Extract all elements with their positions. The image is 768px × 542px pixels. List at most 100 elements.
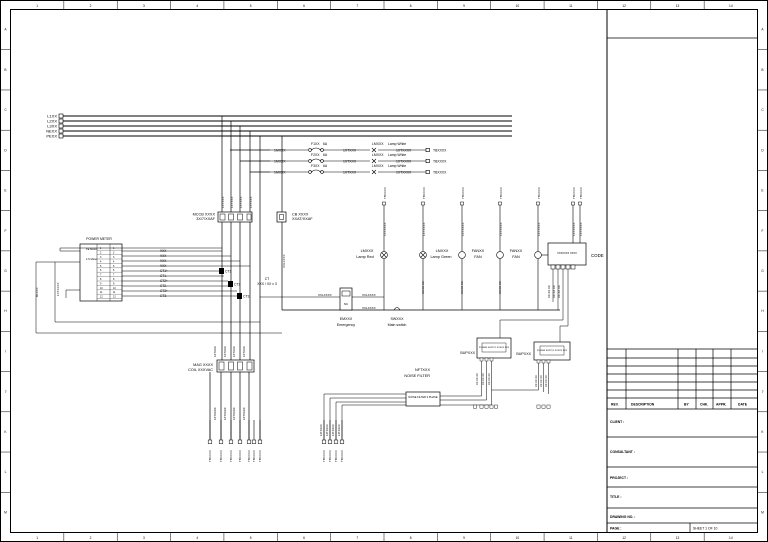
column-marker: 10 xyxy=(516,4,520,8)
wire-tag: 1XTXXX xyxy=(230,196,234,208)
meter-pin: 2 xyxy=(113,252,115,255)
meter-pin: 2 xyxy=(100,252,102,255)
meter-pin: 8 xyxy=(113,278,115,281)
device-top-tag: TBXXXX xyxy=(461,187,465,199)
column-marker: 11 xyxy=(569,536,573,540)
wire-tag: 1XTXXXX xyxy=(232,407,236,420)
device-top-tag: TBXXXX xyxy=(572,187,576,199)
meter-pin: 1 xyxy=(100,247,102,250)
row-marker: B xyxy=(761,68,763,72)
row-marker: D xyxy=(4,148,7,152)
code-module: XXXXXXX XXXX CODE xyxy=(499,242,604,342)
mccb-to-mag-wires xyxy=(221,212,261,442)
terminal-box xyxy=(494,404,498,409)
psu-name: BUPXXX xyxy=(516,352,531,356)
device-tag: FANXX xyxy=(510,249,523,253)
breaker-mid-tag: 1XTXXX xyxy=(343,171,357,175)
device-top-tag: TBXXXX xyxy=(499,187,503,199)
device-tag: LMXXX xyxy=(361,249,374,253)
meter-pin: 11 xyxy=(113,291,116,294)
busbar-label: L2XX xyxy=(47,119,57,124)
terminal-box xyxy=(479,404,484,409)
meter-signal-labels: VXX VXX VXX VXX CT1+ CT1- CT2+ CT2- CT3+… xyxy=(160,249,168,298)
title-block-text: REV. DESCRIPTION BY CHK. APPR. DATE CLIE… xyxy=(610,403,748,531)
meter-pin: 9 xyxy=(100,282,102,285)
column-marker: 2 xyxy=(90,4,92,8)
meter-pin: 12 xyxy=(113,296,116,299)
column-marker: 6 xyxy=(303,4,305,8)
breaker-row-2: 1MXXX F2XX 6A 1XTXXX LMXXX Lamp White 1X… xyxy=(274,153,447,164)
terminal-tag: TBXXXX xyxy=(252,450,256,462)
terminal-tag: TBXXXX xyxy=(340,450,344,462)
meter-pin: 7 xyxy=(113,274,115,277)
terminal-box xyxy=(246,439,252,444)
wire-tag: 1XTXXX xyxy=(223,346,227,357)
emergency-left-tag: XXLXXXX xyxy=(318,293,332,297)
mccb-spec: 3X/7/XXAF xyxy=(196,217,215,221)
lamp-red-icon xyxy=(381,252,387,258)
emergency-tag: EMXXX xyxy=(340,317,353,321)
terminal-box xyxy=(251,439,257,444)
terminal-out-tag: TBXXXX xyxy=(433,149,447,153)
column-marker: 10 xyxy=(516,536,520,540)
main-switch-label: Main switch xyxy=(388,323,407,327)
device-mid-tag: 1XTXXXX xyxy=(422,222,426,236)
meter-pin: 8 xyxy=(100,278,102,281)
row-marker: E xyxy=(4,189,6,193)
terminal-tag: TBXXXX xyxy=(322,450,326,462)
breaker-left-tag: 1MXXX xyxy=(274,171,286,175)
drawing-no-label: DRAWING NO. : xyxy=(610,515,635,519)
power-meter-title: POWER METER xyxy=(86,237,112,241)
meter-pin: 11 xyxy=(100,291,103,294)
terminal-tag: TBXXXX xyxy=(229,450,233,462)
row-marker: M xyxy=(761,510,764,514)
meter-pin: 5 xyxy=(100,265,102,268)
column-marker: 2 xyxy=(90,536,92,540)
column-marker: 11 xyxy=(569,4,573,8)
terminal-box xyxy=(218,439,224,444)
lamp-tag: LMXXX xyxy=(372,142,384,146)
emergency-label: Emergency xyxy=(337,323,355,327)
meter-pin: 6 xyxy=(113,269,115,272)
device-symbols xyxy=(380,251,542,259)
fuse-rating: 6A xyxy=(323,142,328,146)
device-top-tag: TBXXXX xyxy=(579,187,583,199)
noise-filter: NFTXXX NOISE FILTER NOISE FILTER 3 PHASE… xyxy=(319,368,492,440)
wire-tag: 1XTXXXX xyxy=(242,407,246,420)
device-tag: LMXXX xyxy=(436,249,449,253)
row-marker: H xyxy=(4,309,7,313)
noise-filter-tag: NFTXXX xyxy=(415,368,430,372)
wire-tag: XX XX XX xyxy=(539,375,543,387)
row-marker: I xyxy=(762,349,763,353)
device-top-terminals: TBXXXX TBXXXX TBXXXX TBXXXX TBXXXX TBXXX… xyxy=(382,187,583,236)
wire-tag: 1XTXXX xyxy=(221,196,225,208)
mag-spec: COIL XXXVAC xyxy=(188,368,213,372)
emergency-right-tag: XXLXXXX xyxy=(362,293,376,297)
ct-tag: CT xyxy=(265,277,270,281)
device-label: FAN xyxy=(474,255,482,259)
wire-tag: XX XX XX xyxy=(421,281,425,294)
column-marker: 7 xyxy=(356,536,358,540)
row-marker: K xyxy=(4,430,7,434)
terminal-tag: TBXXXX xyxy=(247,450,251,462)
busbar-group: L1XX L2XX L3XX NEXX PEXX xyxy=(46,114,512,139)
row-marker: F xyxy=(762,229,764,233)
column-marker: 13 xyxy=(676,536,680,540)
mccb-name: MCCB XXXX xyxy=(193,213,216,217)
lamp-green-icon xyxy=(420,252,426,258)
terminal-box xyxy=(321,439,327,444)
psu-name: BUPXXX xyxy=(460,351,475,355)
column-marker: 5 xyxy=(250,4,252,8)
row-marker: D xyxy=(761,148,764,152)
emergency-stop: NC XXLXXXX XXLXXXX EMXXX Emergency xyxy=(260,287,384,327)
column-marker: 3 xyxy=(143,4,145,8)
terminal-box xyxy=(327,439,333,444)
wire-tag: 1XTXXX xyxy=(213,346,217,357)
row-marker: A xyxy=(761,28,764,32)
rev-header: CHK. xyxy=(700,403,708,407)
